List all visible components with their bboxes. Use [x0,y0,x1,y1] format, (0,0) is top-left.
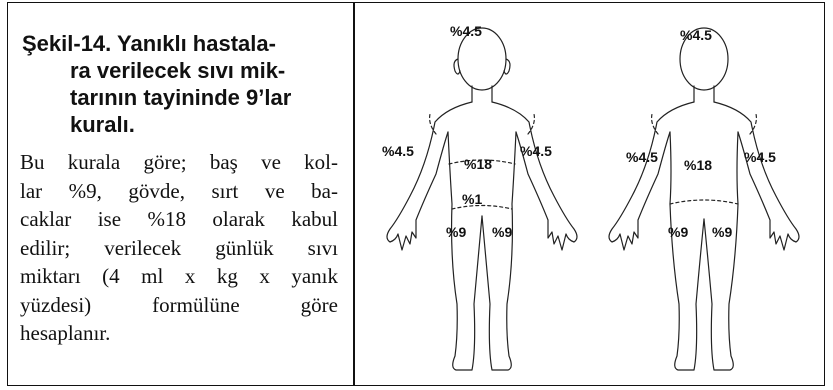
caption-line: kuralı. [22,111,334,138]
front-left-arm-percent: %4.5 [382,143,414,159]
paragraph-line: miktarı (4 ml x kg x yanık [20,262,338,291]
paragraph-line: lar %9, gövde, sırt ve ba- [20,177,338,206]
caption-line: ra verilecek sıvı mik- [22,57,334,84]
figure-caption: Şekil-14. Yanıklı hastala- ra verilecek … [22,30,334,138]
paragraph-line: caklar ise %18 olarak kabul [20,205,338,234]
front-head-percent: %4.5 [450,23,482,39]
paragraph-line: yüzdesi) formülüne göre [20,291,338,320]
back-right-leg-percent: %9 [712,224,732,240]
front-left-leg-percent: %9 [446,224,466,240]
caption-line: Şekil-14. Yanıklı hastala- [22,30,334,57]
front-trunk-percent: %18 [464,156,492,172]
back-left-arm-percent: %4.5 [626,149,658,165]
back-head-percent: %4.5 [680,27,712,43]
back-body-outline [609,28,799,370]
caption-line: tarının tayininde 9’lar [22,84,334,111]
paragraph-line: Bu kurala göre; baş ve kol- [20,148,338,177]
front-right-leg-percent: %9 [492,224,512,240]
description-paragraph: Bu kurala göre; baş ve kol- lar %9, gövd… [20,148,338,348]
front-genital-percent: %1 [462,191,482,207]
front-right-arm-percent: %4.5 [520,143,552,159]
back-right-arm-percent: %4.5 [744,149,776,165]
back-trunk-percent: %18 [684,157,712,173]
paragraph-line: hesaplanır. [20,319,338,348]
back-left-leg-percent: %9 [668,224,688,240]
rule-of-nines-illustration: %4.5 %4.5 %4.5 %18 %1 %9 %9 %4.5 %4.5 %4… [352,4,822,384]
paragraph-line: edilir; verilecek günlük sıvı [20,234,338,263]
